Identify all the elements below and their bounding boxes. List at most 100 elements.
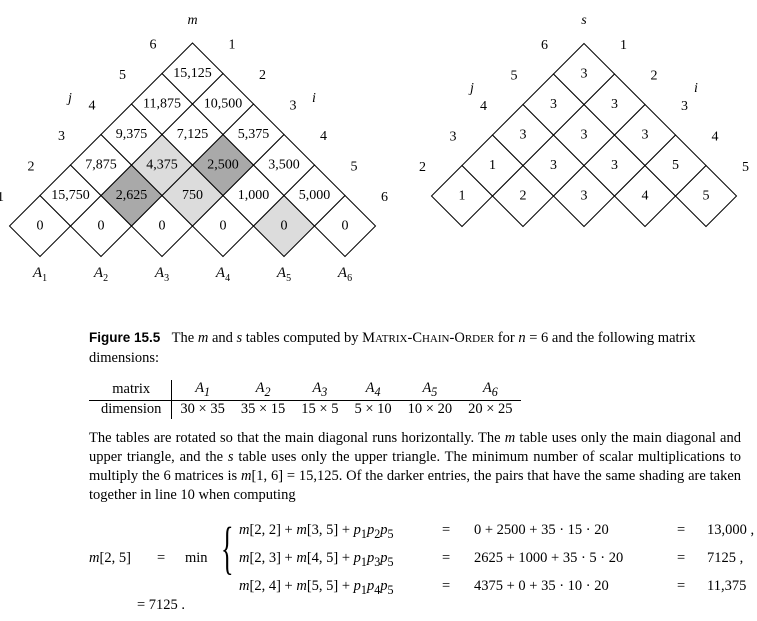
m-table-value: 750 — [182, 188, 203, 203]
m-table-i-index: 6 — [381, 190, 388, 205]
dimension-cell: 10 × 20 — [407, 401, 453, 418]
s-table-value: 3 — [520, 128, 527, 143]
term-expression: m[2, 2] + m[3, 5] + p1p2p5 — [239, 522, 394, 541]
m-table-cell — [161, 42, 224, 105]
header-label: matrix — [89, 380, 173, 401]
s-table-title: s — [581, 13, 587, 28]
m-table-i-index: 1 — [229, 38, 236, 53]
equals-sign: = — [677, 550, 686, 566]
result: 7125 , — [707, 550, 744, 566]
arithmetic: 4375 + 0 + 35 · 10 · 20 — [474, 578, 609, 594]
m-table-value: 9,375 — [116, 127, 148, 142]
m-table-value: 2,500 — [207, 158, 239, 173]
table-row: dimension 30 × 35 35 × 15 15 × 5 5 × 10 … — [89, 400, 521, 419]
m-table-value: 4,375 — [146, 158, 178, 173]
caption-text: for — [497, 330, 515, 346]
m-table-j-index: 3 — [58, 129, 65, 144]
dimension-cell: 30 × 35 — [180, 401, 225, 418]
s-table-value: 2 — [520, 189, 527, 204]
caption-m: m — [197, 330, 209, 346]
equals-sign: = — [442, 550, 451, 566]
s-table-value: 1 — [459, 189, 466, 204]
procedure-name: MATRIX-CHAIN-ORDER — [362, 330, 495, 346]
term-expression: m[2, 3] + m[4, 5] + p1p3p5 — [239, 550, 394, 569]
m-table-i-index: 4 — [320, 129, 327, 144]
m-table-i-index: 3 — [290, 99, 297, 114]
dimension-cell: 15 × 5 — [301, 401, 339, 418]
m-table-value: 0 — [220, 219, 227, 234]
s-table-j-index: 3 — [450, 130, 457, 145]
s-table-i-index: 1 — [620, 38, 627, 53]
matrix-label: A2 — [93, 265, 108, 284]
matrix-label: A4 — [215, 265, 230, 284]
arithmetic: 0 + 2500 + 35 · 15 · 20 — [474, 522, 609, 538]
m-table-value: 2,625 — [116, 188, 148, 203]
m-table-title: m — [187, 13, 197, 28]
matrix-header: A2 — [232, 380, 294, 401]
m-table-value: 0 — [342, 219, 349, 234]
s-table-j-index: 4 — [480, 99, 487, 114]
equals-sign: = — [157, 550, 166, 566]
body-paragraph: The tables are rotated so that the main … — [89, 430, 742, 503]
recurrence-equation: m[2, 5] = min { m[2, 2] + m[3, 5] + p1p2… — [89, 515, 754, 616]
caption-text: = 6 and the following matrix dimensions: — [89, 330, 696, 366]
caption-text: and — [211, 330, 233, 346]
s-table-value: 3 — [581, 189, 588, 204]
matrix-label: A1 — [32, 265, 47, 284]
s-table-cell — [552, 42, 616, 106]
s-table-i-label: i — [694, 81, 698, 96]
m-table-value: 0 — [281, 219, 288, 234]
left-brace: { — [221, 515, 234, 580]
m-table-value: 3,500 — [268, 158, 300, 173]
s-table-j-index: 6 — [541, 38, 548, 53]
m-table-value: 11,875 — [143, 97, 181, 112]
equals-sign: = — [677, 578, 686, 594]
s-table-value: 3 — [611, 97, 618, 112]
caption-label: Figure 15.5 — [89, 330, 161, 345]
s-table-value: 3 — [581, 67, 588, 82]
m-table-j-index: 2 — [28, 160, 35, 175]
caption-text: tables computed by — [245, 330, 359, 346]
m-table-value: 0 — [159, 219, 166, 234]
matrix-header: A5 — [399, 380, 461, 401]
m-table-value: 5,000 — [299, 188, 331, 203]
m-table-j-index: 6 — [150, 38, 157, 53]
m-table-i-index: 2 — [259, 68, 266, 83]
matrix-header: A3 — [293, 380, 347, 401]
s-table-i-index: 4 — [712, 130, 719, 145]
row-label: dimension — [89, 400, 173, 419]
dimension-cell: 35 × 15 — [240, 401, 286, 418]
m-table-value: 5,375 — [238, 127, 270, 142]
matrix-label: A3 — [154, 265, 169, 284]
matrix-label: A5 — [276, 265, 291, 284]
m-table-value: 7,875 — [85, 158, 117, 173]
caption-s: s — [236, 330, 243, 346]
final-result: = 7125 . — [137, 597, 186, 613]
arithmetic: 2625 + 1000 + 35 · 5 · 20 — [474, 550, 624, 566]
table-header-row: matrix A1 A2 A3 A4 A5 A6 — [89, 380, 521, 401]
s-table-j-index: 5 — [511, 69, 518, 84]
m-table-j-label: j — [66, 91, 72, 106]
m-table-value: 15,125 — [173, 66, 212, 81]
term-expression: m[2, 4] + m[5, 5] + p1p4p5 — [239, 578, 394, 597]
s-table-value: 1 — [489, 158, 496, 173]
m-table-value: 15,750 — [51, 188, 90, 203]
matrix-header: A4 — [346, 380, 400, 401]
min-operator: min — [185, 550, 208, 566]
figure-caption: Figure 15.5 The m and s tables computed … — [89, 328, 739, 368]
s-table-j-label: j — [468, 81, 474, 96]
caption-text: The — [171, 330, 195, 346]
s-table-j-index: 2 — [419, 160, 426, 175]
s-table-value: 3 — [581, 128, 588, 143]
result: 11,375 — [707, 578, 747, 594]
s-table-i-index: 3 — [681, 99, 688, 114]
m-table-value: 0 — [37, 219, 44, 234]
equals-sign: = — [677, 522, 686, 538]
s-table-value: 3 — [550, 97, 557, 112]
m-table-i-label: i — [312, 91, 316, 106]
m-table-value: 10,500 — [204, 97, 243, 112]
s-table-value: 3 — [642, 128, 649, 143]
equation-lhs: m[2, 5] — [89, 550, 131, 566]
dimension-cell: 5 × 10 — [354, 401, 392, 418]
m-table-j-index: 5 — [119, 68, 126, 83]
